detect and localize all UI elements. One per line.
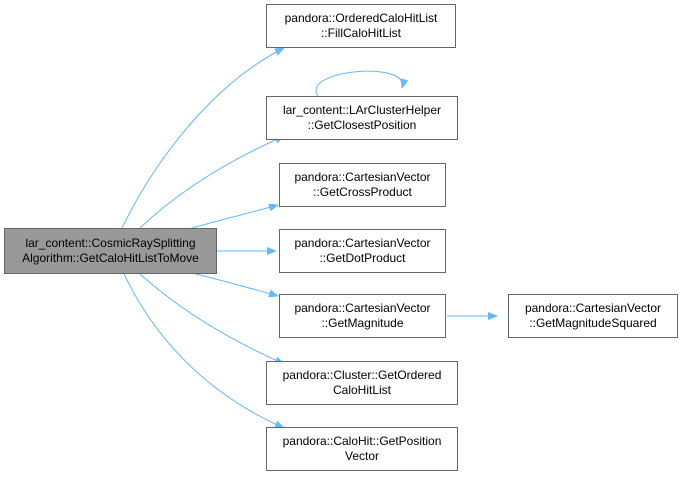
node-fill-calo-hit-list[interactable]: pandora::OrderedCaloHitList ::FillCaloHi… — [266, 4, 456, 48]
node-get-cross-product[interactable]: pandora::CartesianVector ::GetCrossProdu… — [279, 163, 446, 207]
edge-root-to-position — [123, 273, 285, 429]
node-label-line: pandora::Cluster::GetOrdered — [282, 368, 442, 382]
node-label-line: pandora::OrderedCaloHitList — [284, 11, 438, 25]
node-label-line: pandora::CartesianVector — [294, 236, 431, 250]
node-label-line: Algorithm::GetCaloHitListToMove — [22, 251, 199, 265]
node-get-position-vector[interactable]: pandora::CaloHit::GetPosition Vector — [266, 427, 458, 471]
edge-root-to-cross — [191, 203, 279, 229]
node-get-closest-position[interactable]: lar_content::LArClusterHelper ::GetClose… — [266, 96, 458, 140]
node-get-magnitude[interactable]: pandora::CartesianVector ::GetMagnitude — [279, 294, 446, 338]
node-root-get-calo-hit-list-to-move[interactable]: lar_content::CosmicRaySplitting Algorith… — [4, 228, 217, 274]
node-label-line: lar_content::LArClusterHelper — [282, 103, 442, 117]
node-label-line: ::GetMagnitudeSquared — [529, 316, 657, 330]
edge-root-to-closest — [139, 135, 285, 229]
node-label-line: pandora::CartesianVector — [294, 301, 431, 315]
edge-root-to-magnitude — [191, 272, 279, 298]
node-label-line: ::GetMagnitude — [321, 316, 404, 330]
node-get-ordered-calo-hit-list[interactable]: pandora::Cluster::GetOrdered CaloHitList — [266, 361, 458, 405]
edge-root-to-ordered — [139, 273, 285, 365]
node-label-line: pandora::CaloHit::GetPosition — [282, 434, 442, 448]
node-label-line: Vector — [344, 449, 380, 463]
node-label-line: ::FillCaloHitList — [320, 26, 401, 40]
node-label-line: ::GetCrossProduct — [313, 185, 412, 199]
node-label-line: ::GetDotProduct — [319, 251, 406, 265]
node-get-magnitude-squared[interactable]: pandora::CartesianVector ::GetMagnitudeS… — [508, 294, 678, 338]
node-label-line: CaloHitList — [332, 383, 392, 397]
node-label-line: lar_content::CosmicRaySplitting — [25, 236, 196, 250]
node-get-dot-product[interactable]: pandora::CartesianVector ::GetDotProduct — [279, 229, 446, 273]
node-label-line: pandora::CartesianVector — [294, 170, 431, 184]
node-label-line: pandora::CartesianVector — [524, 301, 662, 315]
edge-root-to-fill — [121, 47, 285, 229]
node-label-line: ::GetClosestPosition — [307, 118, 417, 132]
edge-closest-self-loop — [315, 70, 409, 97]
